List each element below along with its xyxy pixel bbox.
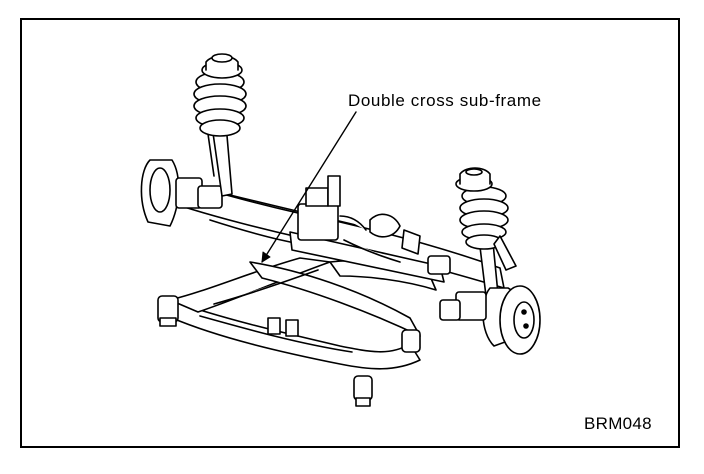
right-hub-assembly — [440, 286, 540, 354]
double-cross-sub-frame — [170, 258, 436, 369]
subframe-mount-bushings — [158, 296, 420, 406]
callout-label: Double cross sub-frame — [348, 91, 542, 110]
callout-arrowhead — [262, 252, 270, 262]
callout-leader-line — [262, 112, 356, 262]
steering-rack — [290, 176, 450, 282]
left-strut-assembly — [194, 54, 246, 196]
figure-border — [20, 18, 680, 448]
figure-id: BRM048 — [584, 414, 652, 433]
left-hub-assembly — [141, 160, 222, 226]
